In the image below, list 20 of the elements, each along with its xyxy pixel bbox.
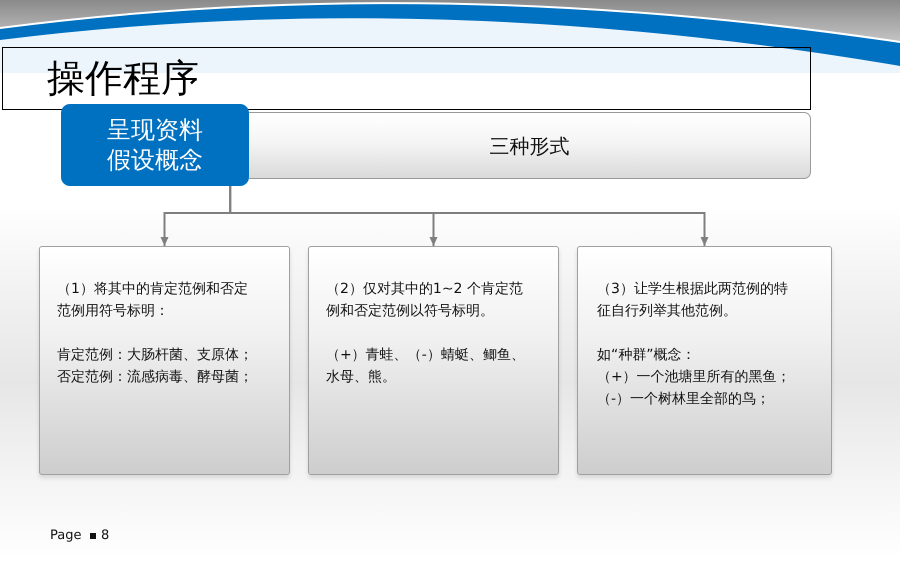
concept-box <box>61 104 249 186</box>
concept-text: 呈现资料假设概念 <box>106 115 204 175</box>
example-text: 如“种群”概念： <box>597 346 697 365</box>
method-card <box>577 246 832 475</box>
example-text: （+）一个池塘里所有的黑鱼； <box>597 368 792 387</box>
method-description: （2）仅对其中的1~2 个肯定范例和否定范例以符号标明。 <box>326 280 524 321</box>
slide-title: 操作程序 <box>47 55 199 101</box>
example-text: （-）一个树林里全部的鸟； <box>597 390 772 409</box>
band-title: 三种形式 <box>490 132 570 158</box>
page-number: 8 <box>101 528 110 544</box>
connector-arrow <box>229 186 708 246</box>
example-text: 否定范例：流感病毒、酵母菌； <box>57 368 254 387</box>
method-description: （3）让学生根据此两范例的特征自行列举其他范例。 <box>597 280 789 321</box>
method-card <box>39 246 290 475</box>
page-label: Page <box>50 528 82 544</box>
method-card <box>308 246 559 475</box>
heading-band <box>249 112 811 179</box>
example-text: （+）青蛙、（-）蜻蜓、鲫鱼、水母、熊。 <box>326 346 526 387</box>
method-description: （1）将其中的肯定范例和否定范例用符号标明： <box>57 280 249 321</box>
example-text: 肯定范例：大肠杆菌、支原体； <box>57 346 254 365</box>
